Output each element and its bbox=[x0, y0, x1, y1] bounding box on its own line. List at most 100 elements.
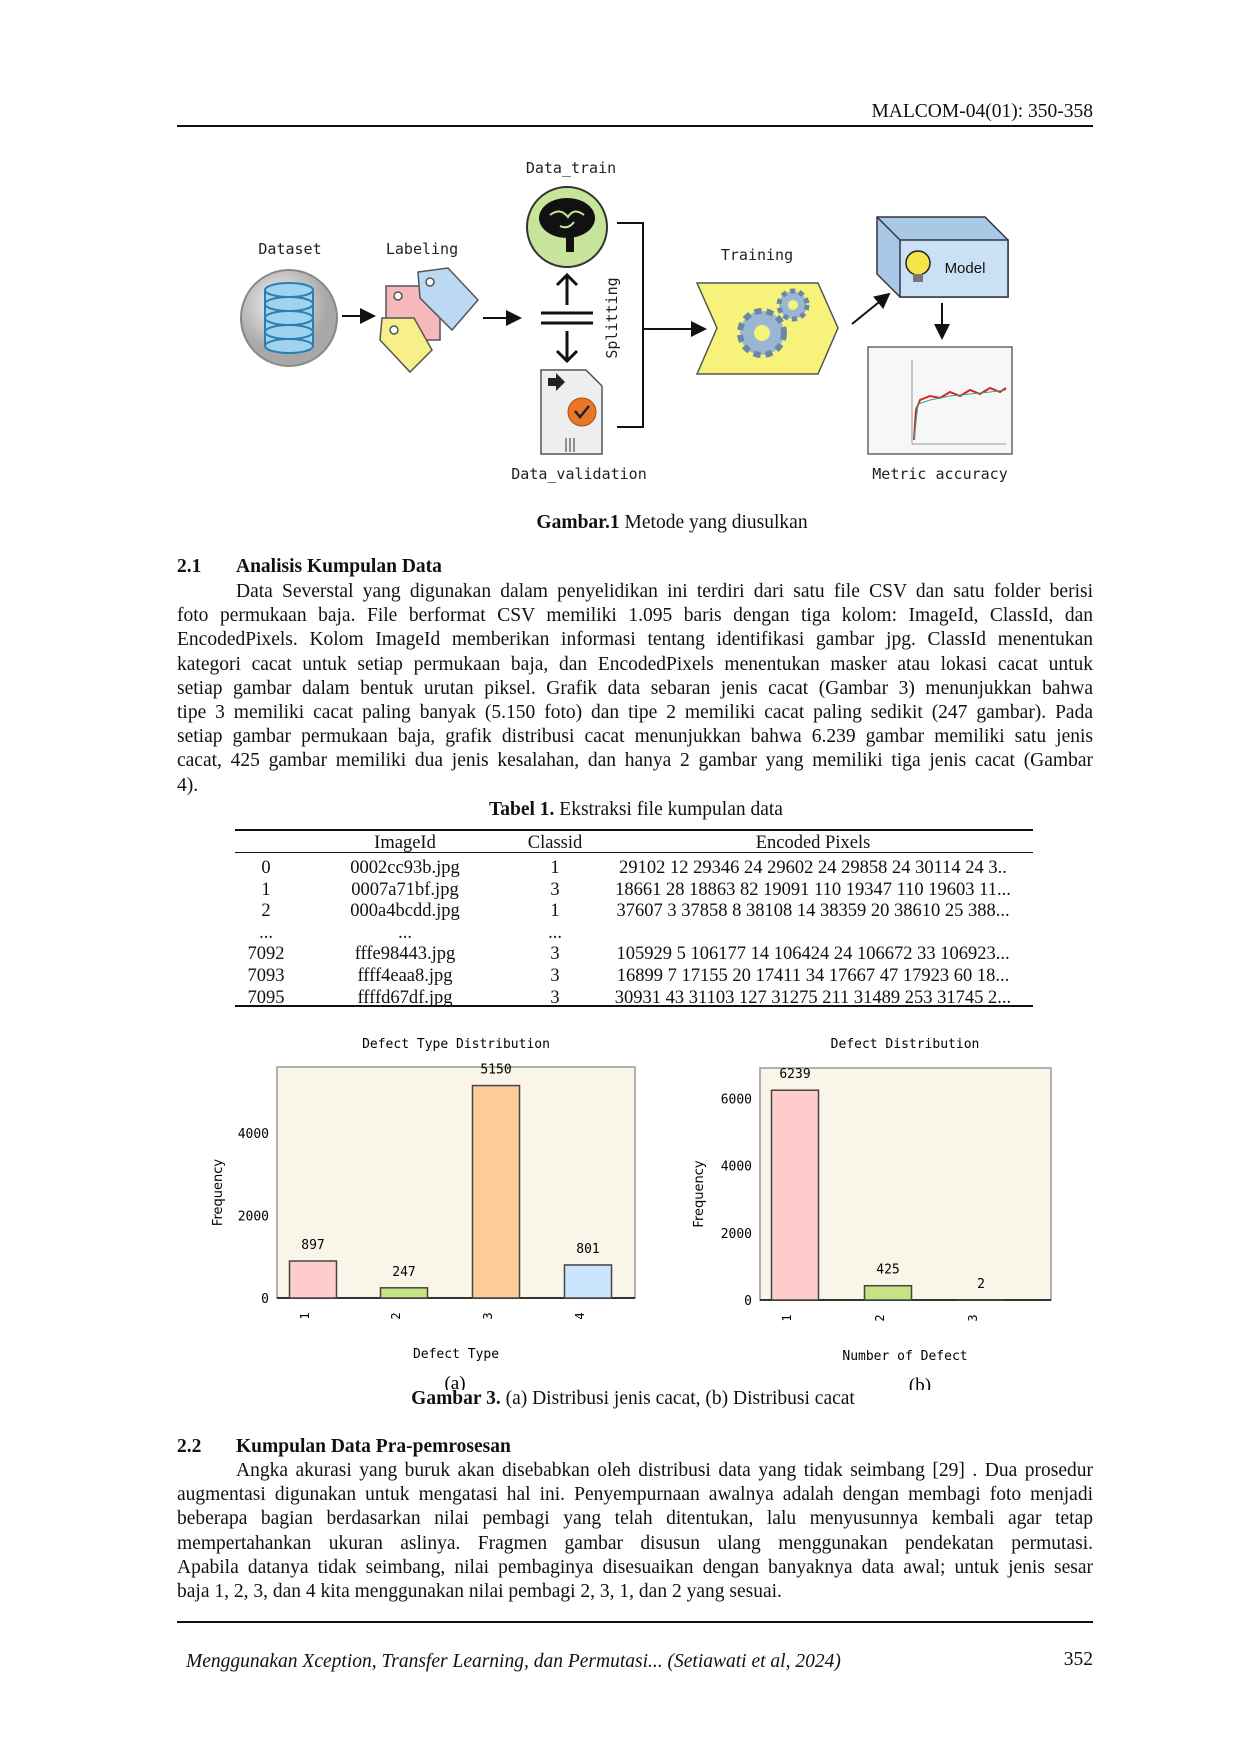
class-id-cell: 3 bbox=[550, 988, 560, 1008]
bar bbox=[471, 1084, 521, 1299]
image-id-cell: 0007a71bf.jpg bbox=[351, 880, 459, 900]
index-cell: 7095 bbox=[247, 988, 285, 1008]
model-box-icon: Model bbox=[876, 216, 1009, 298]
label-splitting: Splitting bbox=[603, 277, 621, 358]
bar-value-label: 247 bbox=[392, 1265, 415, 1280]
y-tick-label: 2000 bbox=[721, 1227, 752, 1242]
brain-icon bbox=[526, 186, 608, 268]
encoded-pixels-cell: 18661 28 18863 82 19091 110 19347 110 19… bbox=[615, 880, 1011, 900]
subfigure-label: (a) bbox=[444, 1373, 465, 1390]
chart-title: Defect Type Distribution bbox=[362, 1037, 550, 1052]
section-2-1-title: Analisis Kumpulan Data bbox=[236, 556, 442, 577]
gears-icon bbox=[695, 282, 839, 375]
header-rule bbox=[177, 125, 1093, 127]
section-2-2-number: 2.2 bbox=[177, 1436, 202, 1457]
x-axis-label: Number of Defect bbox=[842, 1349, 967, 1364]
chart-title: Defect Distribution bbox=[831, 1037, 980, 1052]
bar bbox=[863, 1284, 913, 1301]
footer-rule bbox=[177, 1621, 1093, 1623]
figure3-caption: Gambar 3. (a) Distribusi jenis cacat, (b… bbox=[411, 1387, 855, 1411]
tags-icon bbox=[379, 267, 480, 374]
x-tick-label: 4 bbox=[573, 1312, 587, 1319]
accuracy-plot-thumbnail bbox=[867, 346, 1013, 455]
class-id-cell: 1 bbox=[550, 901, 560, 921]
table1-caption: Tabel 1. Ekstraksi file kumpulan data bbox=[489, 798, 783, 822]
split-icon bbox=[541, 272, 593, 364]
index-cell: 2 bbox=[261, 901, 271, 921]
paragraph-line: mempertahankan ukuran aslinya. Fragmen g… bbox=[177, 1532, 1093, 1554]
paragraph-line: Apabila datanya tidak seimbang, nilai pe… bbox=[177, 1556, 1093, 1578]
plot-area bbox=[276, 1066, 636, 1299]
paragraph-line: Angka akurasi yang buruk akan disebabkan… bbox=[236, 1460, 1093, 1481]
bar-value-label: 5150 bbox=[480, 1063, 511, 1078]
y-axis-label: Frequency bbox=[692, 1160, 707, 1227]
y-tick-label: 2000 bbox=[238, 1210, 269, 1225]
x-tick-label: 2 bbox=[389, 1312, 403, 1319]
label-labeling: Labeling bbox=[386, 240, 458, 258]
index-cell: 0 bbox=[261, 858, 271, 878]
class-id-cell: 3 bbox=[550, 944, 560, 964]
table-top-rule bbox=[235, 829, 1033, 831]
table-bottom-rule bbox=[235, 1005, 1033, 1007]
database-icon bbox=[240, 269, 338, 367]
method-diagram: Dataset Labeling Data_train Data_validat… bbox=[240, 159, 1013, 483]
index-cell: 7092 bbox=[247, 944, 285, 964]
paragraph-line: setiap gambar dalam bentuk urutan piksel… bbox=[177, 677, 1093, 699]
journal-reference: MALCOM-04(01): 350-358 bbox=[871, 101, 1093, 122]
encoded-pixels-cell: 16899 7 17155 20 17411 34 17667 47 17923… bbox=[616, 966, 1010, 986]
x-axis-label: Defect Type bbox=[413, 1347, 499, 1362]
class-id-cell: 1 bbox=[550, 858, 560, 878]
section-2-1-number: 2.1 bbox=[177, 556, 202, 577]
class-id-cell: 3 bbox=[550, 880, 560, 900]
table-header-encoded-pixels: Encoded Pixels bbox=[755, 833, 871, 853]
bar-value-label: 897 bbox=[301, 1238, 324, 1253]
page-number: 352 bbox=[1063, 1649, 1093, 1670]
encoded-pixels-cell: 30931 43 31103 127 31275 211 31489 253 3… bbox=[614, 988, 1012, 1008]
paragraph-line: augmentasi digunakan untuk mengatasi hal… bbox=[177, 1484, 1093, 1506]
running-title: Menggunakan Xception, Transfer Learning,… bbox=[186, 1651, 841, 1672]
bar-value-label: 6239 bbox=[779, 1067, 810, 1082]
bar bbox=[288, 1260, 338, 1299]
label-training: Training bbox=[721, 246, 793, 264]
x-tick-label: 3 bbox=[481, 1312, 495, 1319]
model-label: Model bbox=[945, 260, 986, 277]
class-id-cell: ... bbox=[548, 923, 562, 943]
section-2-2-title: Kumpulan Data Pra-pemrosesan bbox=[236, 1436, 511, 1457]
paragraph-line: foto permukaan baja. File berformat CSV … bbox=[177, 605, 1093, 627]
label-data-train: Data_train bbox=[526, 159, 616, 177]
paragraph-line: setiap gambar permukaan baja, grafik dis… bbox=[177, 726, 1093, 748]
x-tick-label: 3 bbox=[966, 1314, 980, 1321]
figure3-caption-text: (a) Distribusi jenis cacat, (b) Distribu… bbox=[500, 1388, 855, 1409]
index-cell: 7093 bbox=[247, 966, 285, 986]
paragraph-line: 4). bbox=[177, 774, 199, 796]
validation-document-icon bbox=[540, 369, 603, 455]
figure1-caption: Gambar.1 Metode yang diusulkan bbox=[536, 511, 807, 535]
encoded-pixels-cell: 37607 3 37858 8 38108 14 38359 20 38610 … bbox=[616, 901, 1010, 921]
table1-caption-label: Tabel 1. bbox=[489, 799, 555, 820]
label-data-validation: Data_validation bbox=[511, 465, 646, 483]
paragraph-line: beberapa bagian berdasarkan nilai pembag… bbox=[177, 1508, 1093, 1530]
image-id-cell: fffe98443.jpg bbox=[354, 944, 456, 964]
x-tick-label: 1 bbox=[298, 1312, 312, 1319]
class-id-cell: 3 bbox=[550, 966, 560, 986]
image-id-cell: 000a4bcdd.jpg bbox=[350, 901, 460, 921]
y-tick-label: 6000 bbox=[721, 1092, 752, 1107]
paragraph-line: tipe 3 memiliki cacat paling banyak (5.1… bbox=[177, 702, 1093, 723]
bar-value-label: 2 bbox=[977, 1277, 985, 1292]
y-tick-label: 0 bbox=[744, 1294, 752, 1309]
image-id-cell: ... bbox=[398, 923, 412, 943]
index-cell: 1 bbox=[261, 880, 271, 900]
figure1-caption-label: Gambar.1 bbox=[536, 512, 620, 533]
image-id-cell: ffffd67df.jpg bbox=[357, 988, 453, 1008]
y-tick-label: 4000 bbox=[721, 1160, 752, 1175]
label-metric-accuracy: Metric accuracy bbox=[872, 465, 1007, 483]
subfigure-label: (b) bbox=[909, 1375, 931, 1390]
bar-value-label: 425 bbox=[876, 1263, 899, 1278]
bar bbox=[379, 1287, 429, 1299]
y-tick-label: 4000 bbox=[238, 1127, 269, 1142]
bar bbox=[770, 1089, 820, 1301]
table1-caption-text: Ekstraksi file kumpulan data bbox=[554, 799, 783, 820]
arrow-training-model bbox=[851, 292, 891, 325]
image-id-cell: 0002cc93b.jpg bbox=[350, 858, 460, 878]
index-cell: ... bbox=[259, 923, 273, 943]
